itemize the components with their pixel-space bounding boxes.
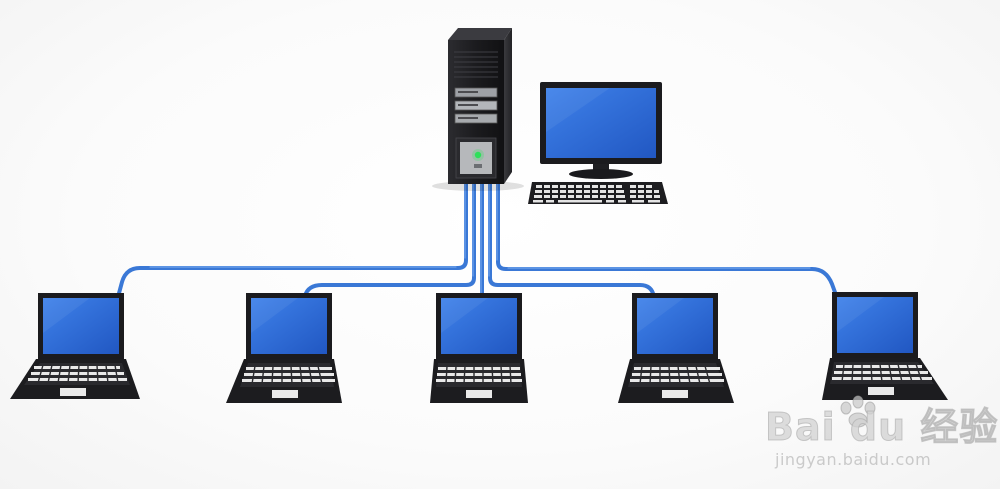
laptop-icon xyxy=(10,293,140,399)
laptop-3 xyxy=(430,293,528,403)
power-led-icon xyxy=(474,151,482,159)
tower-server-icon xyxy=(432,28,524,191)
cable-laptop-5 xyxy=(496,178,838,297)
cable-laptop-1 xyxy=(116,178,468,299)
laptop-2 xyxy=(226,293,342,403)
cable-laptop-2 xyxy=(303,178,476,298)
desktop-monitor-icon xyxy=(540,82,662,179)
laptop-icon xyxy=(430,293,528,403)
laptop-icon xyxy=(618,293,734,403)
cable-laptop-4 xyxy=(488,178,656,299)
baidu-paw-icon xyxy=(840,395,876,428)
network-cables xyxy=(116,178,838,299)
keyboard-icon xyxy=(528,182,668,204)
laptop-4 xyxy=(618,293,734,403)
laptop-icon xyxy=(226,293,342,403)
laptop-icon xyxy=(822,292,948,400)
laptop-1 xyxy=(10,293,140,399)
laptop-5 xyxy=(822,292,948,400)
